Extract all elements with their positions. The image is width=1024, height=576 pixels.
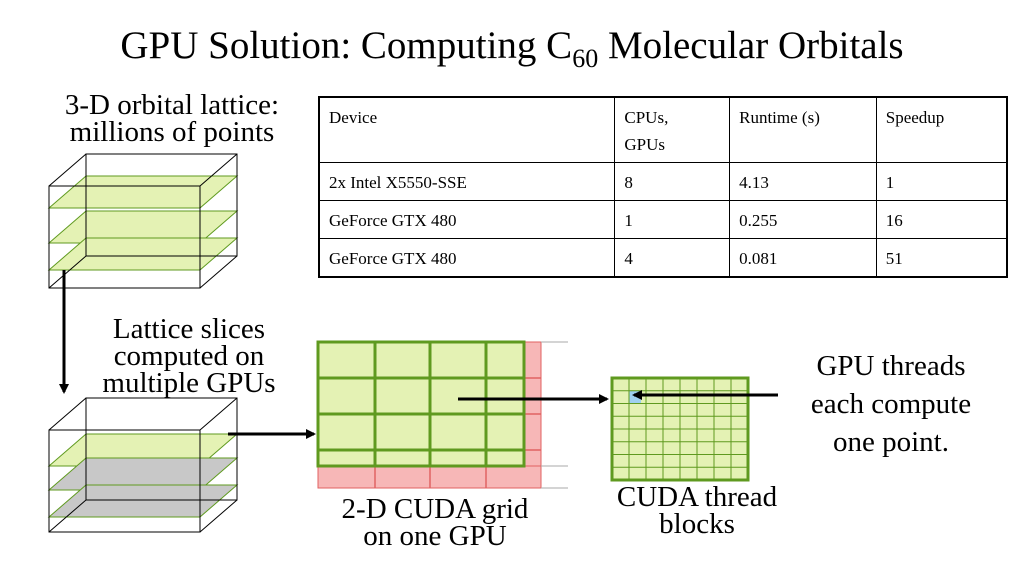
grid-label-line2: on one GPU xyxy=(363,520,507,552)
cell-units: 4 xyxy=(614,238,731,278)
cell-speedup: 51 xyxy=(875,238,1008,278)
slide-title: GPU Solution: Computing C60 Molecular Or… xyxy=(120,24,904,73)
thread-blocks-label: CUDA thread blocks xyxy=(592,481,802,540)
gpu-threads-label: GPU threads each compute one point. xyxy=(786,347,996,461)
orbital-lattice-cube xyxy=(47,153,239,289)
threads-label-line1: GPU threads xyxy=(816,350,966,382)
threads-label-line2: each compute xyxy=(810,388,972,420)
header-speedup: Speedup xyxy=(875,96,1008,163)
table-row: GeForce GTX 480 1 0.255 16 xyxy=(318,200,1008,239)
table-row: 2x Intel X5550-SSE 8 4.13 1 xyxy=(318,162,1008,201)
grid-label-line1: 2-D CUDA grid xyxy=(341,493,529,525)
slices-label-line2: computed on xyxy=(113,340,265,372)
table-row: GeForce GTX 480 4 0.081 51 xyxy=(318,238,1008,278)
cell-units: 1 xyxy=(614,200,731,239)
cuda-grid-label: 2-D CUDA grid on one GPU xyxy=(312,493,558,552)
slices-label: Lattice slices computed on multiple GPUs xyxy=(84,313,294,399)
lattice-label-line2: millions of points xyxy=(69,116,275,148)
slices-label-line3: multiple GPUs xyxy=(102,367,276,399)
cell-runtime: 0.081 xyxy=(729,238,877,278)
lattice-label-line1: 3-D orbital lattice: xyxy=(64,89,280,121)
cuda-thread-block xyxy=(610,376,750,482)
lattice-label: 3-D orbital lattice: millions of points xyxy=(42,89,302,148)
blocks-label-line1: CUDA thread xyxy=(616,481,778,513)
cell-device: GeForce GTX 480 xyxy=(318,238,616,278)
cell-device: GeForce GTX 480 xyxy=(318,200,616,239)
slices-label-line1: Lattice slices xyxy=(112,313,266,345)
header-units-line2: GPUs xyxy=(624,135,666,154)
cell-device: 2x Intel X5550-SSE xyxy=(318,162,616,201)
cuda-grid xyxy=(316,340,568,489)
table-header-row: Device CPUs,GPUs Runtime (s) Speedup xyxy=(318,96,1008,163)
grid-blocks-area xyxy=(316,340,526,468)
lattice-slice xyxy=(47,175,239,209)
highlighted-thread xyxy=(629,391,641,404)
blocks-label-line2: blocks xyxy=(659,508,735,540)
title-subscript: 60 xyxy=(572,44,599,73)
cell-units: 8 xyxy=(614,162,731,201)
header-units-line1: CPUs, xyxy=(624,108,669,127)
thread-block-border xyxy=(610,376,750,482)
cell-speedup: 16 xyxy=(875,200,1008,239)
benchmark-table: Device CPUs,GPUs Runtime (s) Speedup 2x … xyxy=(318,96,1008,278)
header-device: Device xyxy=(318,96,616,163)
threads-label-line3: one point. xyxy=(833,426,949,458)
multi-gpu-lattice-cube xyxy=(47,397,239,533)
